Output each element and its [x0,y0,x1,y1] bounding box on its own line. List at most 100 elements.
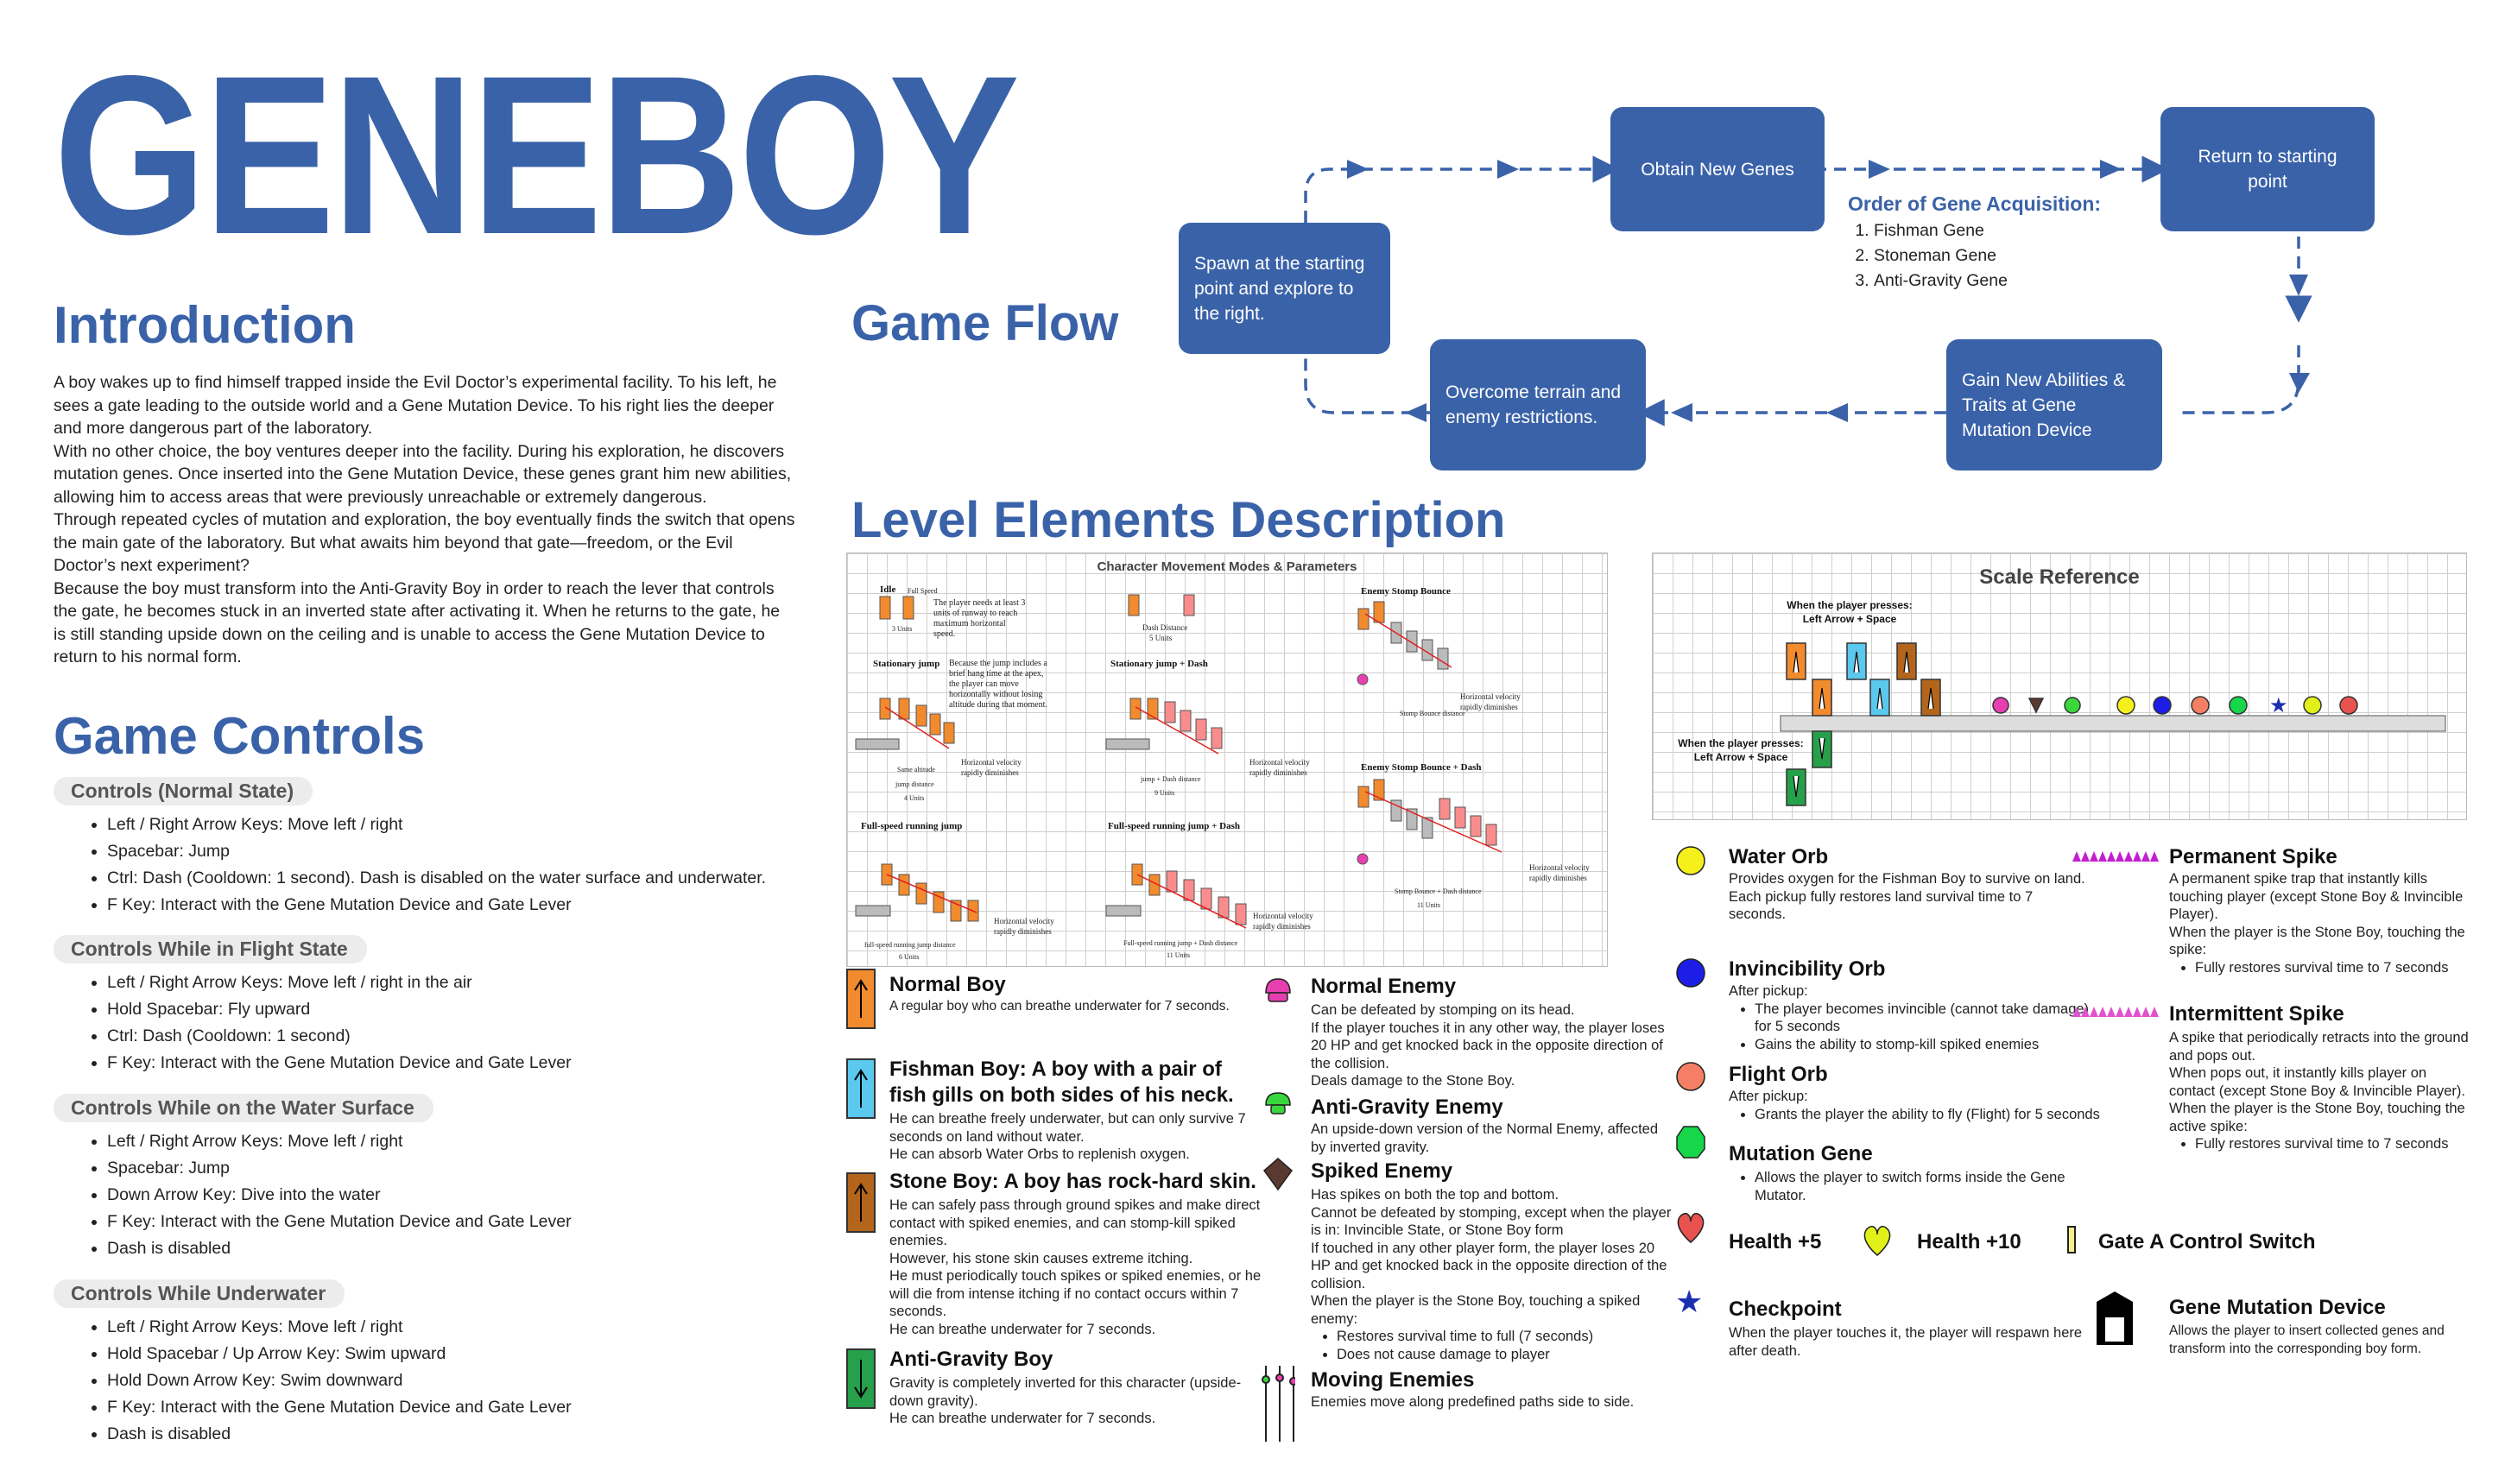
flight-orb-icon [1676,1062,1705,1091]
controls-group-title: Controls While Underwater [54,1279,345,1308]
control-item: F Key: Interact with the Gene Mutation D… [107,1209,831,1235]
spike-desc: A spike that periodically retracts into … [2169,1029,2471,1153]
item-desc-line: Provides oxygen for the Fishman Boy to s… [1729,871,2085,887]
control-item: Spacebar: Jump [107,1155,831,1182]
enemy-desc: Can be defeated by stomping on its head.… [1311,1001,1682,1090]
enemy-icons [1262,978,1295,1442]
scale-press-right: When the player presses: Left Arrow + Sp… [1787,599,1913,625]
control-item: Hold Spacebar: Fly upward [107,996,831,1023]
enemy-name: Normal Enemy [1311,975,1457,998]
boy-desc-line: He can safely pass through ground spikes… [889,1197,1261,1248]
boy-desc-line: He can absorb Water Orbs to replenish ox… [889,1146,1190,1162]
spike-desc-line: A spike that periodically retracts into … [2169,1030,2469,1064]
control-item: Ctrl: Dash (Cooldown: 1 second). Dash is… [107,865,831,892]
control-item: Hold Spacebar / Up Arrow Key: Swim upwar… [107,1341,831,1367]
gene-order-item: Fishman Gene [1874,218,2101,243]
controls-normal-group: Controls (Normal State) Left / Right Arr… [54,777,831,919]
spike-desc-line: When the player is the Stone Boy, touchi… [2169,924,2465,958]
boy-desc-line: He can breathe underwater for 7 seconds. [889,1411,1156,1426]
flow-arrow-spawn-obtain [1304,155,1620,223]
flow-box-label: Return to starting point [2198,147,2337,192]
flow-box-obtain: Obtain New Genes [1610,107,1825,231]
flow-box-return: Return to starting point [2160,107,2375,231]
mv-jump-dash-distance: jump + Dash distance [1141,775,1201,783]
enemy-desc-line: Can be defeated by stomping on its head. [1311,1002,1575,1018]
item-desc-line: After pickup: [1729,983,1808,999]
flow-box-label: Spawn at the starting point and explore … [1194,253,1365,324]
spike-icons [2072,851,2159,1017]
mv-fs-jump-distance: full-speed running jump distance [864,941,956,949]
mv-units11: 11 Units [1417,901,1441,909]
item-icons [1676,846,1705,1243]
boy-desc-line: He can breathe underwater for 7 seconds. [889,1321,1156,1337]
enemy-desc: Has spikes on both the top and bottom. C… [1311,1186,1673,1363]
health-plus10-icon [1863,1225,1891,1256]
item-bullet: Gains the ability to stomp-kill spiked e… [1755,1036,2091,1054]
enemy-name: Spiked Enemy [1311,1159,1453,1183]
spike-bullet: Fully restores survival time to 7 second… [2195,959,2471,977]
boy-desc: Gravity is completely inverted for this … [889,1374,1261,1428]
item-name: Flight Orb [1729,1063,1828,1086]
mv-stationary-jump-note: Because the jump includes a brief hang t… [949,659,1047,710]
boy-name: Stone Boy: A boy has rock-hard skin. [889,1170,1256,1193]
control-item: Dash is disabled [107,1421,831,1448]
control-item: Left / Right Arrow Keys: Move left / rig… [107,1314,831,1341]
boy-desc: He can breathe freely underwater, but ca… [889,1110,1261,1164]
item-bullet: Allows the player to switch forms inside… [1755,1169,2091,1204]
boy-desc: He can safely pass through ground spikes… [889,1197,1269,1338]
controls-water-surface-group: Controls While on the Water Surface Left… [54,1094,831,1262]
antigravity-boy-icon [846,1348,876,1409]
control-item: F Key: Interact with the Gene Mutation D… [107,892,831,919]
controls-group-title: Controls While in Flight State [54,935,367,963]
antigravity-enemy-icon [1265,1092,1291,1115]
page-title: GENEBOY [54,28,1020,281]
flow-arrowheads [1347,160,2310,422]
intermittent-spike-icon [2072,1007,2159,1017]
item-desc: When the player touches it, the player w… [1729,1324,2091,1360]
control-item: Spacebar: Jump [107,838,831,865]
spike-name: Permanent Spike [2169,845,2337,868]
fishman-boy-icon [846,1058,876,1119]
item-name: Checkpoint [1729,1298,1842,1321]
controls-group-title: Controls (Normal State) [54,777,313,805]
flow-box-spawn: Spawn at the starting point and explore … [1179,223,1390,354]
mv-units11: 11 Units [1167,951,1191,959]
control-item: Ctrl: Dash (Cooldown: 1 second) [107,1023,831,1050]
spike-desc-line: When pops out, it instantly kills player… [2169,1065,2466,1099]
enemy-bullet: Restores survival time to full (7 second… [1337,1328,1673,1346]
enemy-desc-line: Deals damage to the Stone Boy. [1311,1073,1515,1089]
permanent-spike-icon [2072,851,2159,862]
spike-desc: A permanent spike trap that instantly ki… [2169,870,2471,976]
mv-dash-units: 5 Units [1149,634,1173,642]
mv-h-velocity: Horizontal velocity rapidly diminishes [1460,692,1521,711]
control-item: Left / Right Arrow Keys: Move left / rig… [107,969,831,996]
enemy-desc-line: An upside-down version of the Normal Ene… [1311,1121,1659,1155]
enemy-desc: Enemies move along predefined paths side… [1311,1393,1673,1411]
boy-desc-line: Gravity is completely inverted for this … [889,1375,1242,1409]
controls-list: Left / Right Arrow Keys: Move left / rig… [54,1128,831,1262]
boy-desc-line: A regular boy who can breathe underwater… [889,999,1230,1014]
scale-diagram: ★ [1780,642,2446,806]
item-name: Gene Mutation Device [2169,1296,2386,1319]
enemy-desc-line: Enemies move along predefined paths side… [1311,1394,1635,1410]
item-desc-line: After pickup: [1729,1089,1808,1104]
gene-order-title: Order of Gene Acquisition: [1848,193,2102,215]
intro-text: A boy wakes up to find himself trapped i… [54,371,796,669]
control-item: Hold Down Arrow Key: Swim downward [107,1367,831,1394]
item-bullet: Grants the player the ability to fly (Fl… [1755,1106,2100,1124]
boy-desc-line: He must periodically touch spikes or spi… [889,1268,1262,1319]
mv-full-speed-jump-dash: Full-speed running jump + Dash [1108,821,1240,831]
mv-stationary-jump: Stationary jump [873,659,940,669]
scale-panel-title: Scale Reference [1979,565,2140,589]
mv-h-velocity: Horizontal velocity rapidly diminishes [994,917,1054,936]
flow-box-overcome: Overcome terrain and enemy restrictions. [1430,339,1646,470]
controls-flight-group: Controls While in Flight State Left / Ri… [54,935,831,1077]
scale-panel: Scale Reference When the player presses:… [1652,553,2467,820]
normal-enemy-icon [1265,978,1291,1002]
controls-heading: Game Controls [54,707,426,765]
flow-arrow-overcome-spawn [1304,354,1433,414]
controls-list: Left / Right Arrow Keys: Move left / rig… [54,1314,831,1448]
item-desc: After pickup: The player becomes invinci… [1729,982,2091,1053]
item-desc-line: When the player touches it, the player w… [1729,1325,2083,1359]
intro-paragraph: Through repeated cycles of mutation and … [54,510,795,575]
